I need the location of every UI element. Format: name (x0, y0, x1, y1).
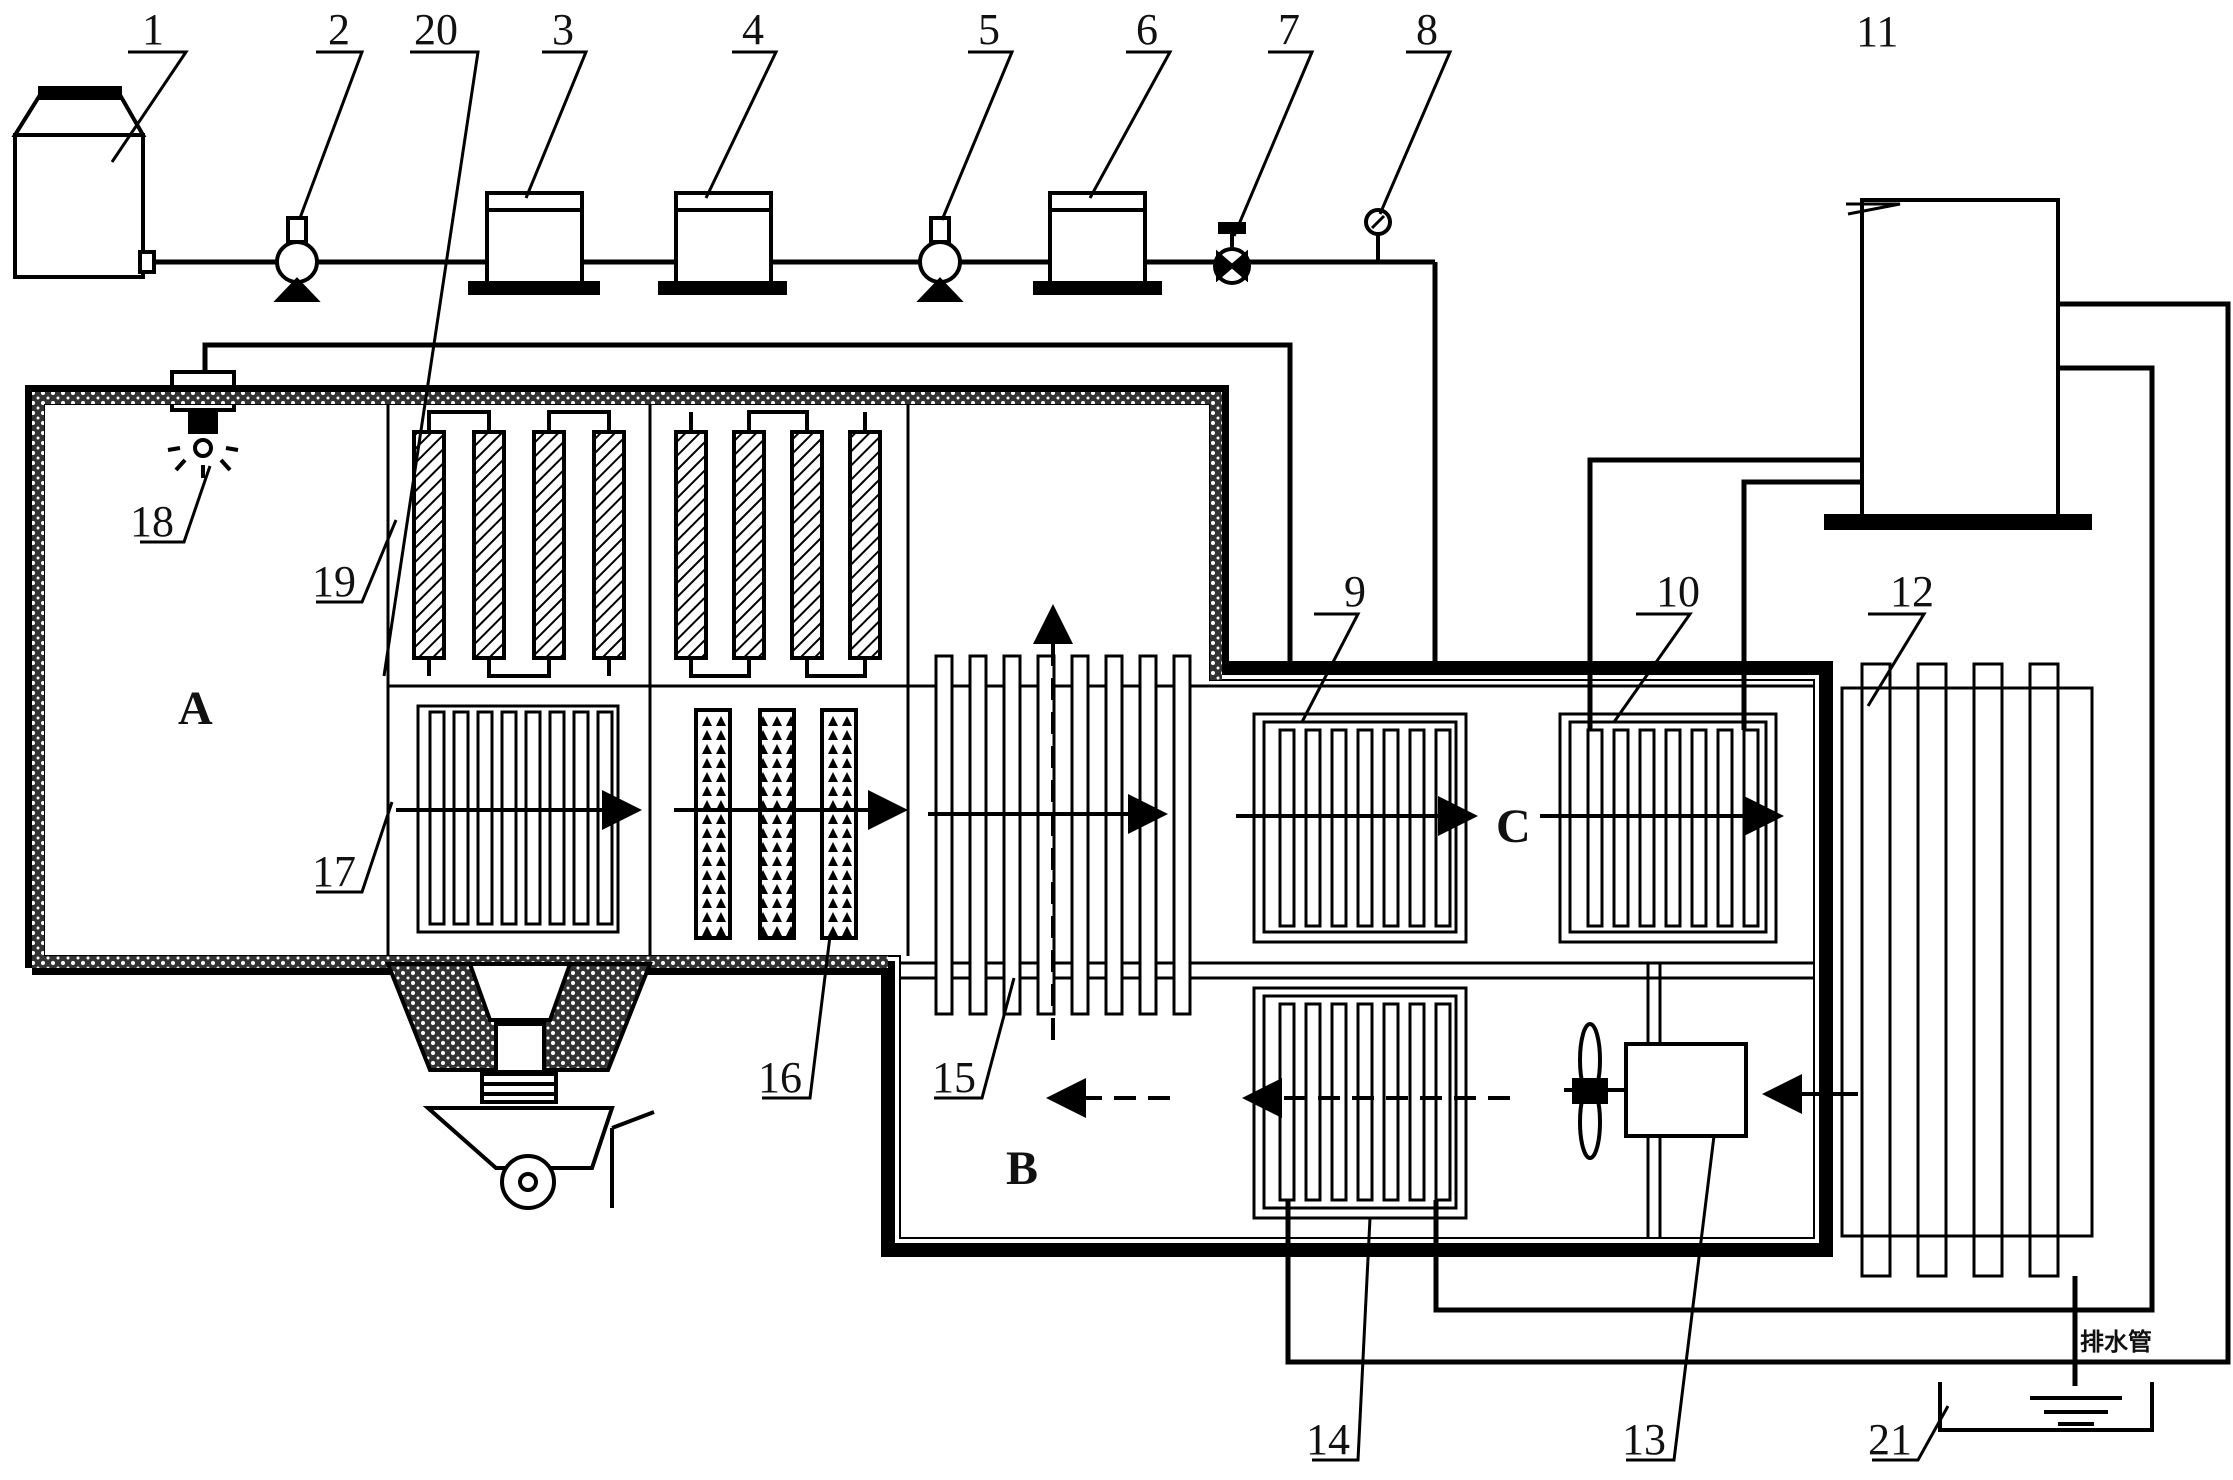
label-15: 15 (932, 1053, 976, 1102)
zone-label-a: A (178, 682, 213, 735)
tank-6 (1033, 191, 1162, 295)
label-4: 4 (742, 5, 764, 54)
hatched-tubes-group-1 (412, 410, 626, 678)
heat-exchanger-10 (1558, 712, 1778, 944)
wall-texture-right (1210, 392, 1222, 680)
label-13: 13 (1622, 1415, 1666, 1464)
sludge-cart (422, 1106, 655, 1210)
chemical-storage-box (11, 86, 156, 279)
media-columns-16 (694, 708, 858, 940)
wall-texture-top (32, 392, 1222, 404)
drain-pipe-label: 排水管 (2080, 1328, 2152, 1356)
housing-walls (25, 385, 1833, 1257)
leader-lines (110, 50, 1950, 1462)
wall-texture-left (32, 392, 44, 968)
label-3: 3 (552, 5, 574, 54)
dosing-pump-5 (916, 216, 964, 302)
dosing-pump-2 (273, 216, 321, 302)
sludge-hopper (385, 962, 653, 1104)
fin-tubes-12 (1840, 662, 2094, 1278)
zone-label-b: B (1006, 1142, 1038, 1195)
label-19: 19 (312, 557, 356, 606)
label-18: 18 (130, 497, 174, 546)
label-16: 16 (758, 1053, 802, 1102)
tank-11 (1824, 198, 2092, 530)
heat-exchanger-14 (1252, 986, 1468, 1220)
circulation-piping (1285, 301, 2231, 1386)
label-14: 14 (1306, 1415, 1350, 1464)
zone-label-c: C (1496, 800, 1531, 853)
tank-4 (658, 191, 787, 295)
label-9: 9 (1344, 567, 1366, 616)
label-21: 21 (1868, 1415, 1912, 1464)
flow-arrows (396, 790, 1858, 1118)
label-2: 2 (328, 5, 350, 54)
label-8: 8 (1416, 5, 1438, 54)
fan-motor-13 (1564, 1022, 1748, 1160)
valve-7 (1213, 222, 1251, 285)
label-1: 1 (142, 5, 164, 54)
label-6: 6 (1136, 5, 1158, 54)
label-10: 10 (1656, 567, 1700, 616)
pressure-gauge-8 (1364, 208, 1392, 262)
tank-3 (468, 191, 600, 295)
drain-sump-21 (1938, 1382, 2154, 1432)
label-17: 17 (312, 847, 356, 896)
plate-tubes-15 (934, 654, 1192, 1016)
label-7: 7 (1278, 5, 1300, 54)
label-11: 11 (1856, 7, 1898, 56)
label-20: 20 (414, 5, 458, 54)
label-12: 12 (1890, 567, 1934, 616)
label-5: 5 (978, 5, 1000, 54)
hatched-tubes-group-2 (674, 410, 882, 678)
spray-line (202, 342, 1293, 670)
plate-filter-17 (416, 704, 620, 934)
heat-exchanger-9 (1252, 712, 1468, 944)
